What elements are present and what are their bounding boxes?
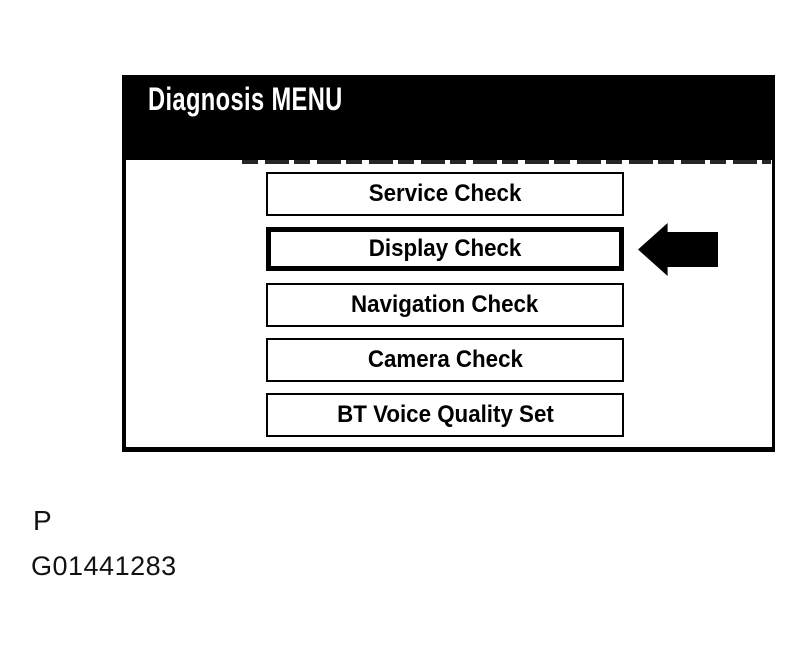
figure-label: P xyxy=(33,505,52,536)
screen-title-bar: Diagnosis MENU xyxy=(122,75,775,164)
menu-button-label: BT Voice Quality Set xyxy=(336,401,554,428)
menu-button-service-check[interactable]: Service Check xyxy=(266,172,624,216)
menu-button-label: Camera Check xyxy=(367,346,523,373)
menu-button-bt-voice-quality-set[interactable]: BT Voice Quality Set xyxy=(266,393,624,437)
menu-button-navigation-check[interactable]: Navigation Check xyxy=(266,283,624,327)
diagnosis-menu-screen: Diagnosis MENU Service Check Display Che… xyxy=(122,75,775,452)
menu-button-camera-check[interactable]: Camera Check xyxy=(266,338,624,382)
screen-title: Diagnosis MENU xyxy=(148,81,343,117)
menu-button-label: Display Check xyxy=(368,235,522,262)
menu-button-label: Navigation Check xyxy=(351,291,539,318)
menu-button-label: Service Check xyxy=(368,180,522,207)
figure-id: G01441283 xyxy=(31,551,177,581)
left-block-arrow-icon xyxy=(638,223,718,276)
menu-button-display-check[interactable]: Display Check xyxy=(266,227,624,271)
